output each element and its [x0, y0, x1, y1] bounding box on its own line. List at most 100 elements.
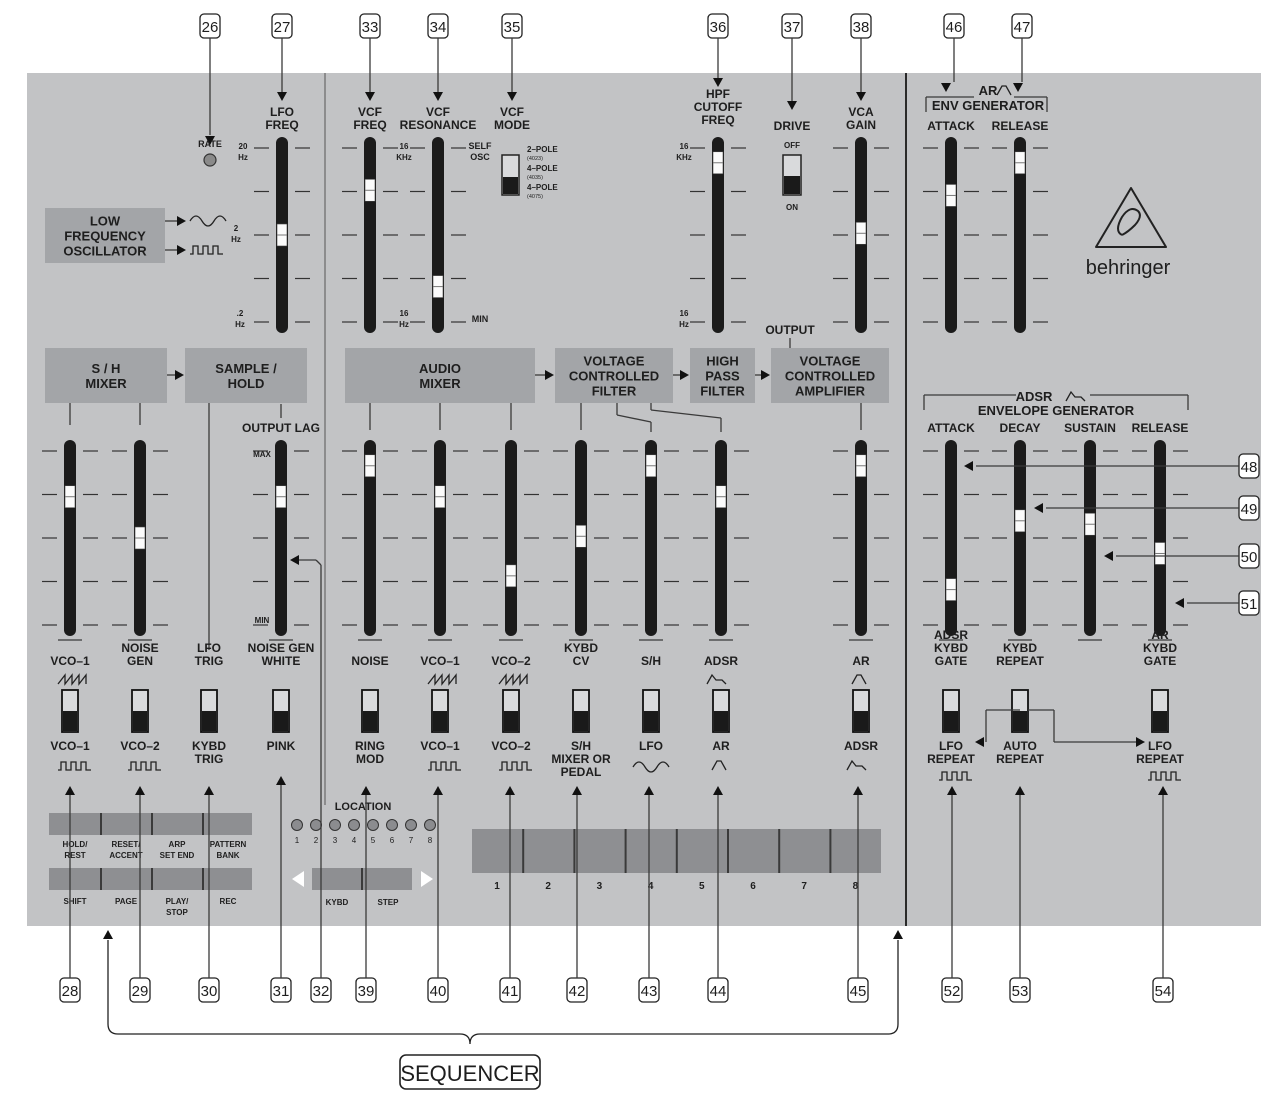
audio-mixer-block-label: AUDIO — [419, 361, 461, 376]
slider-vca-ar — [833, 440, 889, 636]
callout-41-number: 41 — [502, 983, 519, 1000]
callout-48-arrow — [964, 461, 973, 471]
panel-text: 16 — [680, 142, 689, 151]
arrow-head — [545, 370, 554, 380]
location-led-icon — [291, 819, 303, 831]
lfo-block-label: FREQUENCY — [64, 229, 146, 244]
callout-34-number: 34 — [430, 19, 447, 36]
switch-sw9-bottom-label: LFO — [639, 739, 663, 753]
hpf-cutoff-label: FREQ — [701, 113, 734, 127]
sh-mixer-block-label: S / H — [92, 361, 121, 376]
callout-38-number: 38 — [853, 19, 870, 36]
switch-sw12-lever — [944, 711, 958, 731]
callout-52-number: 52 — [944, 983, 961, 1000]
sequencer-button-label: RESET/ — [112, 840, 142, 849]
hpf-block-label: FILTER — [700, 384, 745, 399]
switch-sw14-top-label: KYBD — [1143, 641, 1177, 655]
vco2-saw-icon — [498, 673, 528, 686]
callout-45-number: 45 — [850, 983, 867, 1000]
connector-line — [650, 409, 722, 419]
lfo-freq-label: FREQ — [265, 118, 298, 132]
lfo-pulse-icon — [190, 245, 223, 255]
arrow-head — [1158, 786, 1168, 795]
step-key-number: 6 — [750, 881, 756, 892]
panel-text: 4–POLE — [527, 164, 558, 173]
lfo-freq-label: LFO — [270, 105, 294, 119]
panel-text: (4075) — [527, 194, 543, 200]
slider-track — [855, 440, 867, 636]
arrow-head — [65, 786, 75, 795]
switch-sw8-top-label: KYBD — [564, 641, 598, 655]
slider-adsr-release — [1132, 440, 1188, 636]
drive-switch-lever — [784, 176, 800, 194]
adsr-stage-label: RELEASE — [1132, 421, 1189, 435]
drive-label: DRIVE — [774, 119, 811, 133]
slider-track — [1154, 440, 1166, 636]
slider-vcf-sh — [623, 440, 679, 636]
connector-line — [315, 559, 322, 566]
slider-vcf-freq — [342, 137, 398, 333]
adsr-env-icon — [846, 759, 867, 771]
switch-sw10-top-label: ADSR — [704, 654, 738, 668]
sequencer-button-label: SET END — [160, 851, 195, 860]
switch-sw4-lever — [274, 711, 288, 731]
vca-gain-label: VCA — [848, 105, 874, 119]
slider-mix-noise — [342, 440, 398, 636]
arrow-head — [175, 370, 184, 380]
location-number: 8 — [428, 836, 433, 845]
vca-block-label: VOLTAGE — [800, 354, 861, 369]
switch-sw4-top-label: NOISE GEN — [248, 641, 315, 655]
arrow-head — [204, 786, 214, 795]
slider-track — [645, 440, 657, 636]
arrow-head — [1136, 737, 1145, 747]
callout-36-arrow — [713, 78, 723, 87]
brand-name: behringer — [1086, 257, 1171, 279]
lfo-repeat-pulse-icon — [939, 771, 972, 781]
panel-text: (4035) — [527, 175, 543, 181]
slider-ar-release — [992, 137, 1048, 333]
panel-text: 4–POLE — [527, 183, 558, 192]
step-key-number: 5 — [699, 881, 705, 892]
switch-sw1-lever — [63, 711, 77, 731]
panel-text: 16 — [400, 309, 409, 318]
callout-26-arrow — [205, 136, 215, 145]
adsr-env-icon — [706, 673, 727, 685]
switch-sw8-top-label: CV — [573, 654, 590, 668]
callout-47-number: 47 — [1014, 19, 1031, 36]
slider-vca-gain — [833, 137, 889, 333]
sequencer-button-label: ARP — [169, 840, 187, 849]
switch-sw12-top-label: GATE — [935, 654, 967, 668]
arrow-head — [1015, 786, 1025, 795]
slider-track — [364, 137, 376, 333]
kybd-label: KYBD — [326, 898, 349, 907]
callout-29-number: 29 — [132, 983, 149, 1000]
callout-51-number: 51 — [1241, 596, 1258, 613]
arrow-head — [433, 786, 443, 795]
location-number: 5 — [371, 836, 376, 845]
panel-text: 2 — [234, 224, 239, 233]
switch-sw8-lever — [574, 711, 588, 731]
slider-sh-noise — [112, 440, 168, 636]
switch-sw2-lever — [133, 711, 147, 731]
switch-sw7-lever — [504, 711, 518, 731]
callout-37-arrow — [787, 101, 797, 110]
switch-sw5-lever — [363, 711, 377, 731]
vca-block — [771, 348, 889, 403]
switch-sw12-top-label: ADSR — [934, 628, 968, 642]
switch-sw14-top-label: GATE — [1144, 654, 1176, 668]
slider-vcf-adsr — [693, 440, 749, 636]
callout-38-arrow — [856, 92, 866, 101]
vco2-pulse-icon — [128, 761, 161, 771]
vcf-mode-label: VCF — [500, 105, 524, 119]
lfo-block-label: LOW — [90, 214, 121, 229]
slider-adsr-attack — [923, 440, 979, 636]
vca-gain-label: GAIN — [846, 118, 876, 132]
vcf-mode-label: MODE — [494, 118, 530, 132]
location-number: 6 — [390, 836, 395, 845]
vco1-pulse-icon — [58, 761, 91, 771]
rate-label: RATE — [198, 139, 222, 149]
panel-text: MAX — [253, 450, 271, 459]
callout-37-number: 37 — [784, 19, 801, 36]
switch-sw9-lever — [644, 711, 658, 731]
